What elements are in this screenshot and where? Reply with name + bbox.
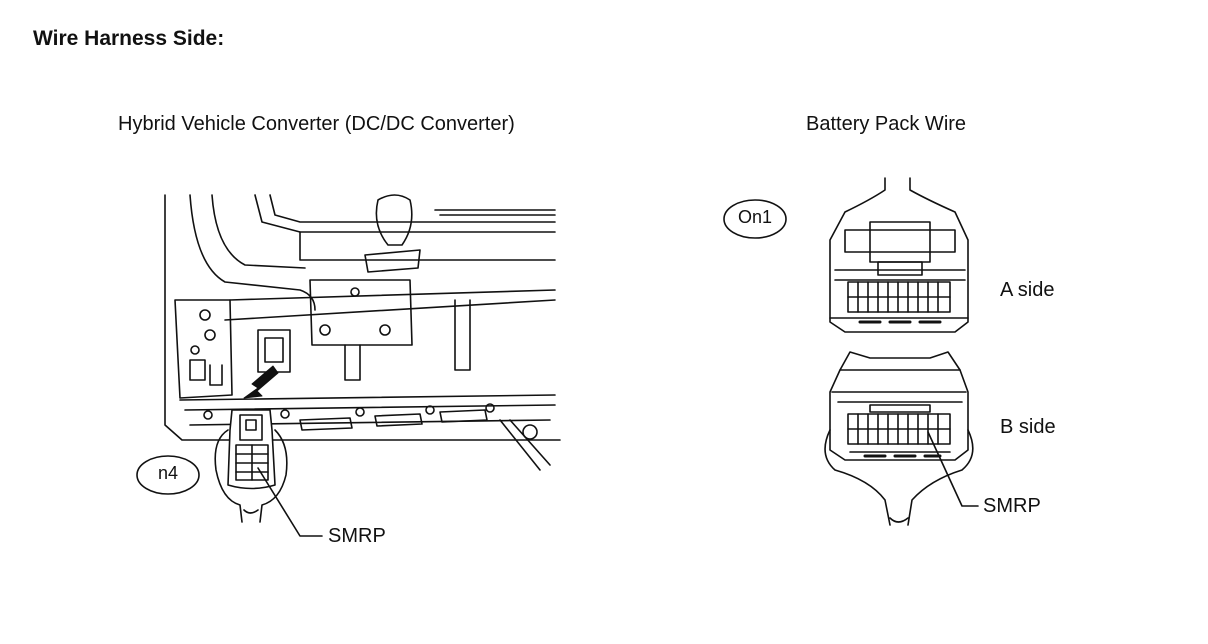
smrp-label-right: SMRP bbox=[983, 495, 1041, 517]
on1-tag-ellipse bbox=[723, 199, 787, 239]
a-side-connector-drawing bbox=[829, 177, 969, 333]
a-side-label: A side bbox=[1000, 279, 1055, 301]
page-heading: Wire Harness Side: bbox=[33, 27, 225, 50]
battery-pack-wire-title: Battery Pack Wire bbox=[806, 113, 967, 135]
converter-housing-drawing bbox=[164, 194, 561, 471]
b-side-label: B side bbox=[1000, 416, 1056, 438]
on1-connector-tag: On1 bbox=[737, 207, 773, 227]
n4-tag-ellipse bbox=[136, 455, 200, 495]
converter-title: Hybrid Vehicle Converter (DC/DC Converte… bbox=[118, 113, 515, 135]
smrp-label-left: SMRP bbox=[328, 525, 386, 547]
n4-connector-tag: n4 bbox=[157, 463, 179, 483]
b-side-connector-drawing bbox=[824, 351, 974, 526]
smrp-leader-line-right bbox=[927, 431, 979, 507]
smrp-leader-line-left bbox=[257, 467, 323, 537]
insertion-arrow-icon bbox=[243, 365, 279, 399]
n4-connector-drawing bbox=[214, 409, 288, 523]
